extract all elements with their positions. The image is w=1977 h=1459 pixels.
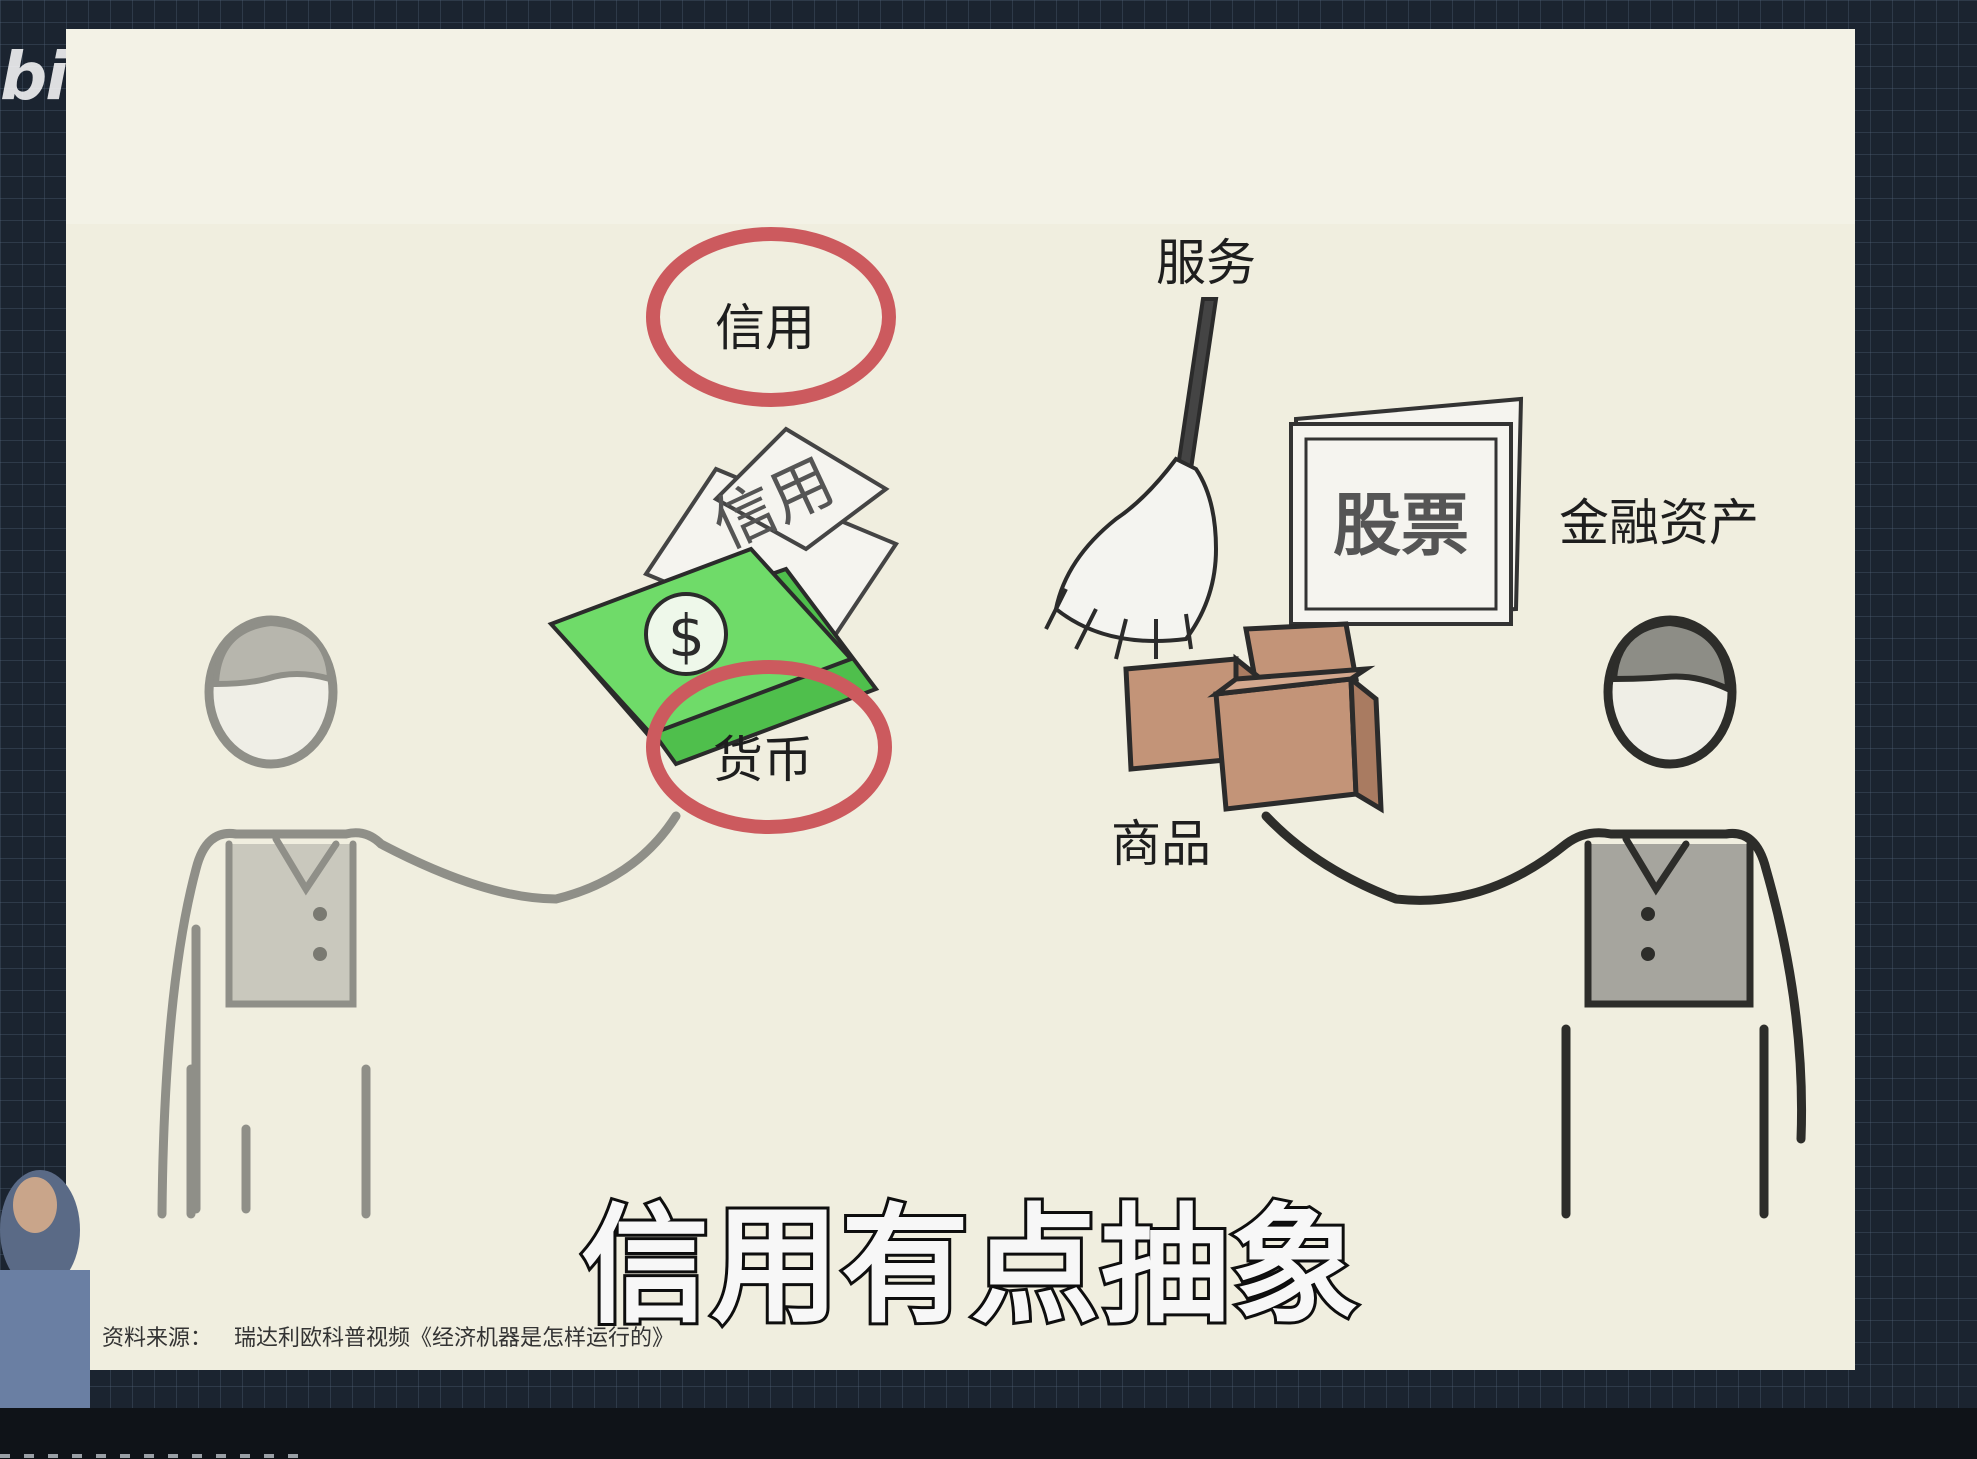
credit-circle — [646, 227, 896, 407]
service-label: 服务 — [1156, 234, 1256, 292]
stock-certificate-icon: 股票 — [1289, 396, 1524, 627]
goods-label: 商品 — [1111, 815, 1211, 873]
right-person — [1261, 615, 1807, 1219]
source-caption: 资料来源： 瑞达利欧科普视频《经济机器是怎样运行的》 — [102, 1320, 674, 1352]
subtitle: 信用有点抽象 — [578, 1189, 1362, 1344]
left-person — [157, 615, 681, 1219]
stock-certificate-text: 股票 — [1333, 487, 1469, 566]
money-circle — [646, 660, 892, 834]
timeline-ticks — [0, 1454, 300, 1458]
duster-icon — [1044, 297, 1219, 660]
presenter-avatar — [0, 1170, 90, 1410]
video-frame: 信用 $ 股票 — [66, 29, 1855, 1370]
illustration: 信用 $ 股票 — [157, 227, 1807, 1219]
goods-boxes-icon — [1123, 621, 1384, 814]
svg-text:$: $ — [668, 602, 705, 670]
slide-top-band — [66, 29, 1855, 224]
source-text: 瑞达利欧科普视频《经济机器是怎样运行的》 — [234, 1326, 675, 1351]
source-label: 资料来源： — [102, 1326, 213, 1351]
credit-label: 信用 — [715, 299, 815, 357]
money-label: 货币 — [713, 731, 813, 789]
financial-assets-label: 金融资产 — [1559, 494, 1759, 552]
player-bottom-bar — [0, 1408, 1977, 1459]
